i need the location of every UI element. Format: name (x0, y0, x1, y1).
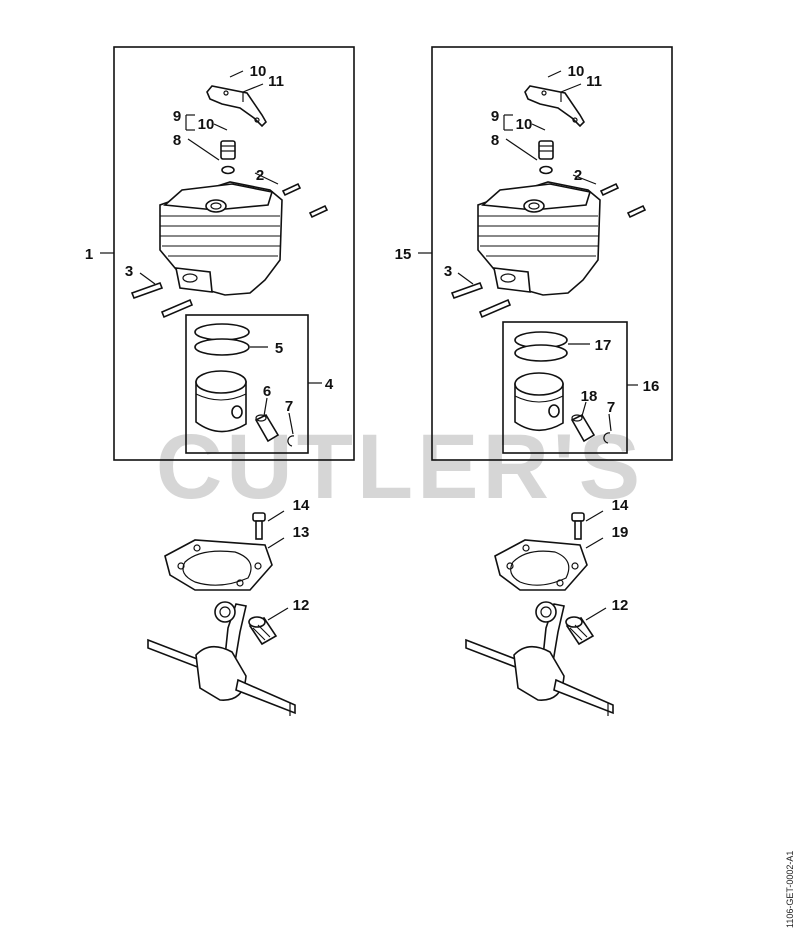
label-bracket-screw: 11 (586, 73, 602, 90)
label-gasket: 19 (612, 524, 629, 541)
label-cylinder: 1 (85, 246, 93, 263)
left-pins (130, 182, 329, 319)
right-cylinder-screw (571, 512, 585, 540)
drawing-code: 1106-GET-0002-A1 (785, 851, 795, 928)
right-gasket (494, 539, 588, 591)
left-piston-rings (194, 323, 250, 356)
right-piston-kit-frame (502, 321, 628, 454)
right-piston-pin (570, 413, 596, 443)
label-washer: 10 (198, 116, 215, 133)
right-decomp-valve (538, 140, 554, 175)
watermark-text: CUTLER'S (156, 416, 644, 518)
label-bracket-screw: 11 (268, 73, 284, 90)
label-cylinder-screw: 14 (293, 497, 310, 514)
label-piston-rings: 5 (275, 340, 283, 357)
label-cylinder: 15 (395, 246, 412, 263)
right-assembly: 15 2 3 16 17 18 7 8 9 10 10 11 (395, 46, 673, 716)
left-piston (195, 370, 247, 433)
label-piston-rings: 17 (595, 337, 612, 354)
label-washer-top: 10 (250, 63, 267, 80)
right-circlip (603, 432, 611, 444)
label-piston-pin: 18 (581, 388, 598, 405)
right-cylinder (477, 181, 601, 296)
label-gasket: 13 (293, 524, 310, 541)
right-bracket (524, 85, 585, 128)
label-washer-top: 10 (568, 63, 585, 80)
label-bracket-group: 9 (173, 108, 181, 125)
label-washer: 10 (516, 116, 533, 133)
label-pin-b: 3 (444, 263, 452, 280)
left-piston-pin (254, 413, 280, 443)
label-circlip: 7 (285, 398, 293, 415)
label-pin-b: 3 (125, 263, 133, 280)
label-needle-cage: 12 (612, 597, 629, 614)
left-cylinder-screw (252, 512, 266, 540)
left-piston-kit-frame (185, 314, 309, 454)
left-crankshaft (147, 601, 296, 716)
label-decomp-valve: 8 (491, 132, 499, 149)
label-cylinder-screw: 14 (612, 497, 629, 514)
left-decomp-valve (220, 140, 236, 175)
right-pins (450, 182, 647, 319)
label-bracket-group: 9 (491, 108, 499, 125)
left-bracket (206, 85, 267, 128)
left-cylinder (159, 181, 283, 296)
label-piston-kit: 4 (325, 376, 334, 393)
label-needle-cage: 12 (293, 597, 310, 614)
label-pin-a: 2 (256, 167, 264, 184)
left-gasket (164, 539, 273, 591)
label-circlip: 7 (607, 399, 615, 416)
right-piston (514, 372, 564, 432)
left-lower-leaders (267, 510, 289, 621)
right-crankshaft (465, 601, 614, 716)
right-leaders (418, 70, 638, 432)
right-lower-leaders (585, 510, 607, 621)
label-decomp-valve: 8 (173, 132, 181, 149)
right-needle-cage (565, 616, 595, 646)
left-assembly: 1 2 3 4 5 6 7 8 9 10 10 11 (85, 46, 355, 716)
label-piston-kit: 16 (643, 378, 660, 395)
left-circlip (287, 435, 295, 447)
label-piston-pin: 6 (263, 383, 271, 400)
left-needle-cage (248, 616, 278, 646)
left-leaders (100, 70, 322, 435)
label-pin-a: 2 (574, 167, 582, 184)
right-piston-rings (514, 331, 568, 362)
